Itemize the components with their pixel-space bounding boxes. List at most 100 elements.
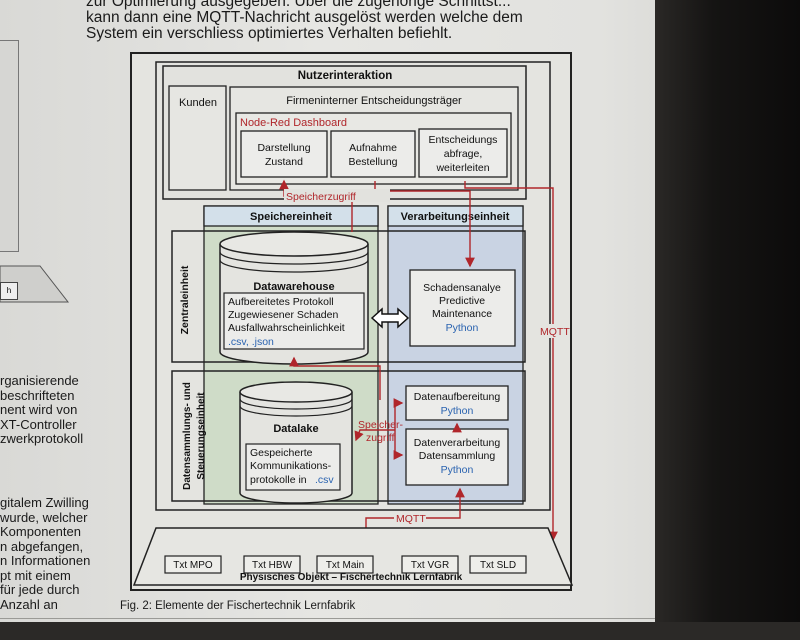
datensammlung-row	[171, 370, 526, 502]
arrow-mqtt-right	[464, 181, 558, 542]
datenverarbeitung-box	[405, 428, 509, 486]
datenaufbereitung-box	[405, 385, 509, 421]
datalake-ring	[239, 405, 353, 417]
entscheidung-line3: weiterleiten	[435, 162, 489, 174]
verarbeitung-title: Verarbeitungseinheit	[401, 211, 510, 223]
bidirectional-arrow	[370, 307, 410, 329]
mqtt-right-bg	[538, 324, 568, 338]
txt-vgr-box	[401, 555, 459, 574]
arrow-aufnahme	[374, 181, 475, 268]
schaden-line3: Maintenance	[432, 308, 492, 320]
datawarehouse-content-box	[223, 292, 365, 350]
speicher-title: Speichereinheit	[250, 211, 332, 223]
arrow-speicher-mid-3	[354, 429, 395, 442]
datawarehouse-top	[219, 231, 369, 257]
arrow-speicher-mid-2	[393, 403, 404, 460]
txt-vgr-label: Txt VGR	[411, 560, 449, 571]
datawarehouse-ring	[219, 259, 369, 273]
entscheidung-line2: abfrage,	[444, 148, 483, 160]
left-text-line: Komponenten	[0, 524, 81, 539]
schaden-line2: Predictive	[439, 295, 485, 307]
entscheidung-box	[418, 128, 508, 178]
left-text-line: rganisierende	[0, 373, 79, 388]
left-text-line: n abgefangen,	[0, 538, 84, 554]
datawarehouse-title: Datawarehouse	[253, 281, 334, 293]
schadensanalyse-box	[409, 269, 516, 347]
mqtt-bottom-bg	[394, 512, 426, 525]
left-text-line: für jede durch	[0, 582, 80, 597]
txt-mpo-box	[164, 555, 222, 574]
txt-hbw-label: Txt HBW	[252, 560, 293, 571]
nutzerinteraktion-title: Nutzerinteraktion	[298, 70, 393, 82]
left-figure-fragment	[0, 40, 19, 252]
speicherzugriff-mid-1: Speicher-	[358, 419, 403, 431]
datalake-ring	[239, 398, 353, 410]
datalake-line3: protokolle in	[250, 474, 307, 486]
firmen-title: Firmeninterner Entscheidungsträger	[286, 95, 462, 107]
darstellung-line2: Zustand	[265, 156, 303, 168]
datenverarbeitung-line1: Datenverarbeitung	[414, 437, 501, 449]
left-text-line: gitalem Zwilling	[0, 495, 89, 510]
speicherzugriff-top-label: Speicherzugriff	[286, 191, 356, 203]
figure-caption: Fig. 2: Elemente der Fischertechnik Lern…	[120, 600, 356, 612]
arrow-datalake-dw	[289, 356, 381, 400]
monitor-bezel-right	[655, 0, 800, 640]
datenverarbeitung-python: Python	[441, 464, 474, 476]
zentraleinheit-label: Zentraleinheit	[179, 265, 191, 334]
dw-line1: Aufbereitetes Protokoll	[228, 296, 334, 308]
datalake-content-box	[245, 443, 341, 491]
aufnahme-box	[330, 130, 416, 178]
left-text-block-a: rganisierende beschrifteten nent wird vo…	[0, 373, 83, 447]
left-text-line: pt mit einem	[0, 567, 71, 583]
left-text-line: XT-Controller	[0, 416, 77, 432]
body-line: System ein verschliess optimiertes Verha…	[86, 25, 453, 42]
dw-line3: Ausfallwahrscheinlichkeit	[228, 322, 345, 334]
speicher-header	[203, 205, 379, 227]
txt-sld-box	[469, 555, 527, 574]
txt-mpo-label: Txt MPO	[173, 560, 213, 571]
datawarehouse-ring	[219, 251, 369, 265]
datenverarbeitung-line2: Datensammlung	[419, 450, 496, 462]
txt-hbw-box	[243, 555, 301, 574]
left-text-line: Anzahl an	[0, 596, 58, 612]
datalake-line1: Gespeicherte	[250, 447, 313, 459]
datalake-line2: Kommunikations-	[250, 460, 332, 472]
speicherzugriff-top-bg	[284, 189, 390, 202]
txt-main-label: Txt Main	[326, 560, 364, 571]
aufnahme-line2: Bestellung	[348, 156, 397, 168]
aufnahme-line1: Aufnahme	[349, 142, 397, 154]
txt-controllers: Txt MPO Txt HBW Txt Main Txt VGR Txt SLD	[164, 555, 527, 574]
nodered-title: Node-Red Dashboard	[240, 117, 347, 129]
entscheidung-line1: Entscheidungs	[429, 134, 498, 146]
left-small-box: h	[0, 282, 18, 300]
txt-main-box	[316, 555, 374, 574]
speicherzugriff-mid-2: zugriff	[366, 432, 394, 444]
body-line: kann dann eine MQTT-Nachricht ausgelöst …	[86, 9, 523, 26]
left-text-line: wurde, welcher	[0, 509, 88, 525]
zentraleinheit-row	[171, 230, 526, 363]
physisch-label: Physisches Objekt – Fischertechnik Lernf…	[240, 572, 463, 583]
monitor-bezel-bottom	[0, 622, 800, 640]
kunden-box	[168, 85, 227, 191]
body-line: zur Optimierung ausgegeben. Über die zug…	[86, 0, 511, 10]
schaden-line1: Schadensanalye	[423, 282, 501, 294]
mqtt-bottom-label: MQTT	[396, 513, 426, 525]
kunden-label: Kunden	[179, 97, 217, 109]
left-text-line: n Informationen	[0, 553, 91, 568]
datensamm-label-1: Datensammlungs- und	[182, 382, 193, 490]
datalake-top	[239, 381, 353, 403]
page-separator	[0, 618, 655, 619]
datalake-format: .csv	[315, 474, 334, 486]
left-figure-fragment-2: h	[0, 262, 70, 310]
darstellung-line1: Darstellung	[257, 142, 310, 154]
body-paragraph-top: zur Optimierung ausgegeben. Über die zug…	[86, 0, 646, 42]
datenaufbereitung-label: Datenaufbereitung	[414, 391, 501, 403]
schaden-python: Python	[446, 322, 479, 334]
datenaufbereitung-python: Python	[441, 405, 474, 417]
datalake-title: Datalake	[273, 423, 318, 435]
txt-sld-label: Txt SLD	[480, 560, 516, 571]
left-text-line: beschrifteten	[0, 387, 75, 403]
darstellung-box	[240, 130, 328, 178]
dw-formats: .csv, .json	[228, 336, 274, 348]
